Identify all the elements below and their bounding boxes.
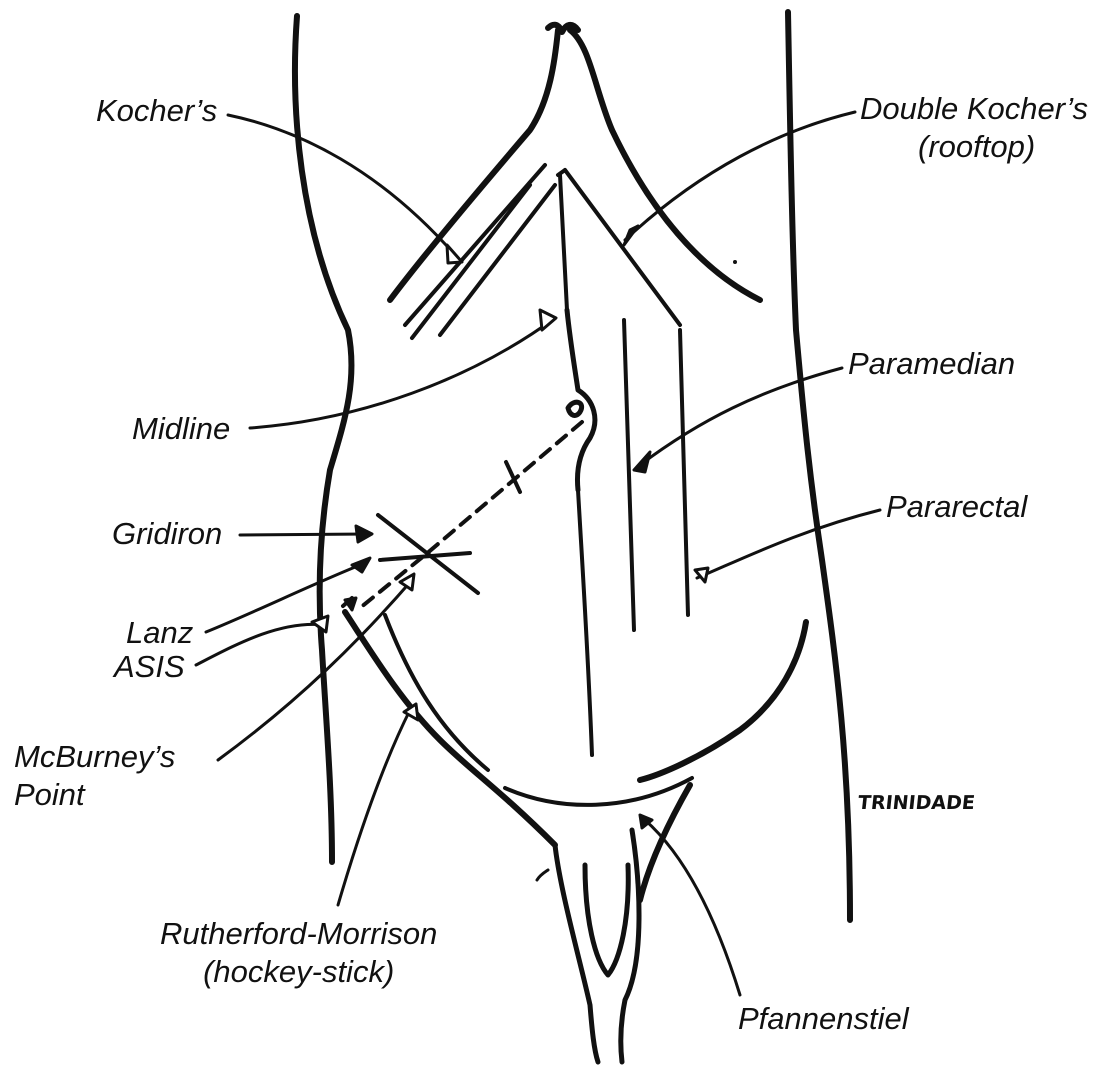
midline-incision-upper: [560, 175, 567, 310]
kochers-leader: [228, 115, 455, 255]
double-kochers-right-limb: [565, 170, 680, 325]
rutherford-leader: [338, 710, 410, 905]
double-kochers-arrowhead: [624, 226, 638, 245]
lanz-arrowhead: [352, 558, 370, 572]
arrowheads: [312, 226, 708, 828]
pararectal-incision: [680, 330, 688, 615]
right-flank: [788, 12, 850, 920]
paramedian-arrowhead: [634, 452, 650, 472]
paramedian-leader: [640, 368, 842, 465]
pararectal-leader: [697, 510, 880, 578]
mcburneys-arrowhead: [400, 574, 414, 590]
incision-lines: [343, 165, 692, 805]
right-costal-margin: [570, 30, 760, 300]
label-pararectal: Pararectal: [886, 488, 1027, 526]
penis-left: [555, 845, 598, 1062]
label-lanz: Lanz: [126, 614, 193, 652]
asis-dot: [345, 598, 356, 610]
kochers-arrowhead: [447, 245, 462, 263]
label-rutherford-line1: Rutherford-Morrison: [160, 915, 437, 953]
umbilicus: [567, 310, 595, 490]
label-mcburneys: McBurney’s Point: [14, 738, 175, 814]
label-kochers: Kocher’s: [96, 92, 217, 130]
scrotum-mark: [537, 870, 548, 880]
label-mcburneys-line1: McBurney’s: [14, 738, 175, 776]
midline-leader: [250, 318, 555, 428]
asis-leader: [196, 624, 325, 665]
label-rutherford-line2: (hockey-stick): [160, 953, 437, 991]
leader-lines: [196, 112, 880, 995]
label-double-kochers: Double Kocher’s (rooftop): [860, 90, 1088, 166]
lanz-leader: [206, 563, 365, 632]
lower-abdomen-curve: [640, 622, 806, 780]
midline-arrowhead: [540, 310, 556, 330]
label-rutherford-morrison: Rutherford-Morrison (hockey-stick): [160, 915, 437, 991]
pfannenstiel-incision: [505, 778, 692, 805]
label-double-kochers-line2: (rooftop): [860, 128, 1088, 166]
label-midline: Midline: [132, 410, 230, 448]
left-flank: [295, 16, 352, 862]
label-gridiron: Gridiron: [112, 515, 222, 553]
stray-dot: [733, 260, 737, 264]
double-kochers-leader: [625, 112, 855, 240]
label-mcburneys-line2: Point: [14, 776, 175, 814]
genitalia-outline: [537, 830, 639, 1062]
gridiron-arrowhead: [356, 526, 372, 542]
umbilicus-inner: [568, 402, 582, 415]
kochers-incision-1: [412, 185, 530, 338]
kochers-incision-2: [405, 165, 545, 325]
midline-incision-lower: [578, 490, 592, 755]
scrotum-inner: [585, 865, 628, 975]
gridiron-leader: [240, 534, 368, 535]
label-double-kochers-line1: Double Kocher’s: [860, 90, 1088, 128]
pararectal-arrowhead: [695, 568, 708, 582]
label-paramedian: Paramedian: [848, 345, 1015, 383]
mcburney-dashed-line: [360, 422, 582, 608]
label-asis: ASIS: [114, 648, 185, 686]
label-pfannenstiel: Pfannenstiel: [738, 1000, 909, 1038]
paramedian-incision: [624, 320, 634, 630]
artist-signature: TRINIDADE: [857, 792, 976, 814]
left-groin-curve: [345, 612, 555, 845]
